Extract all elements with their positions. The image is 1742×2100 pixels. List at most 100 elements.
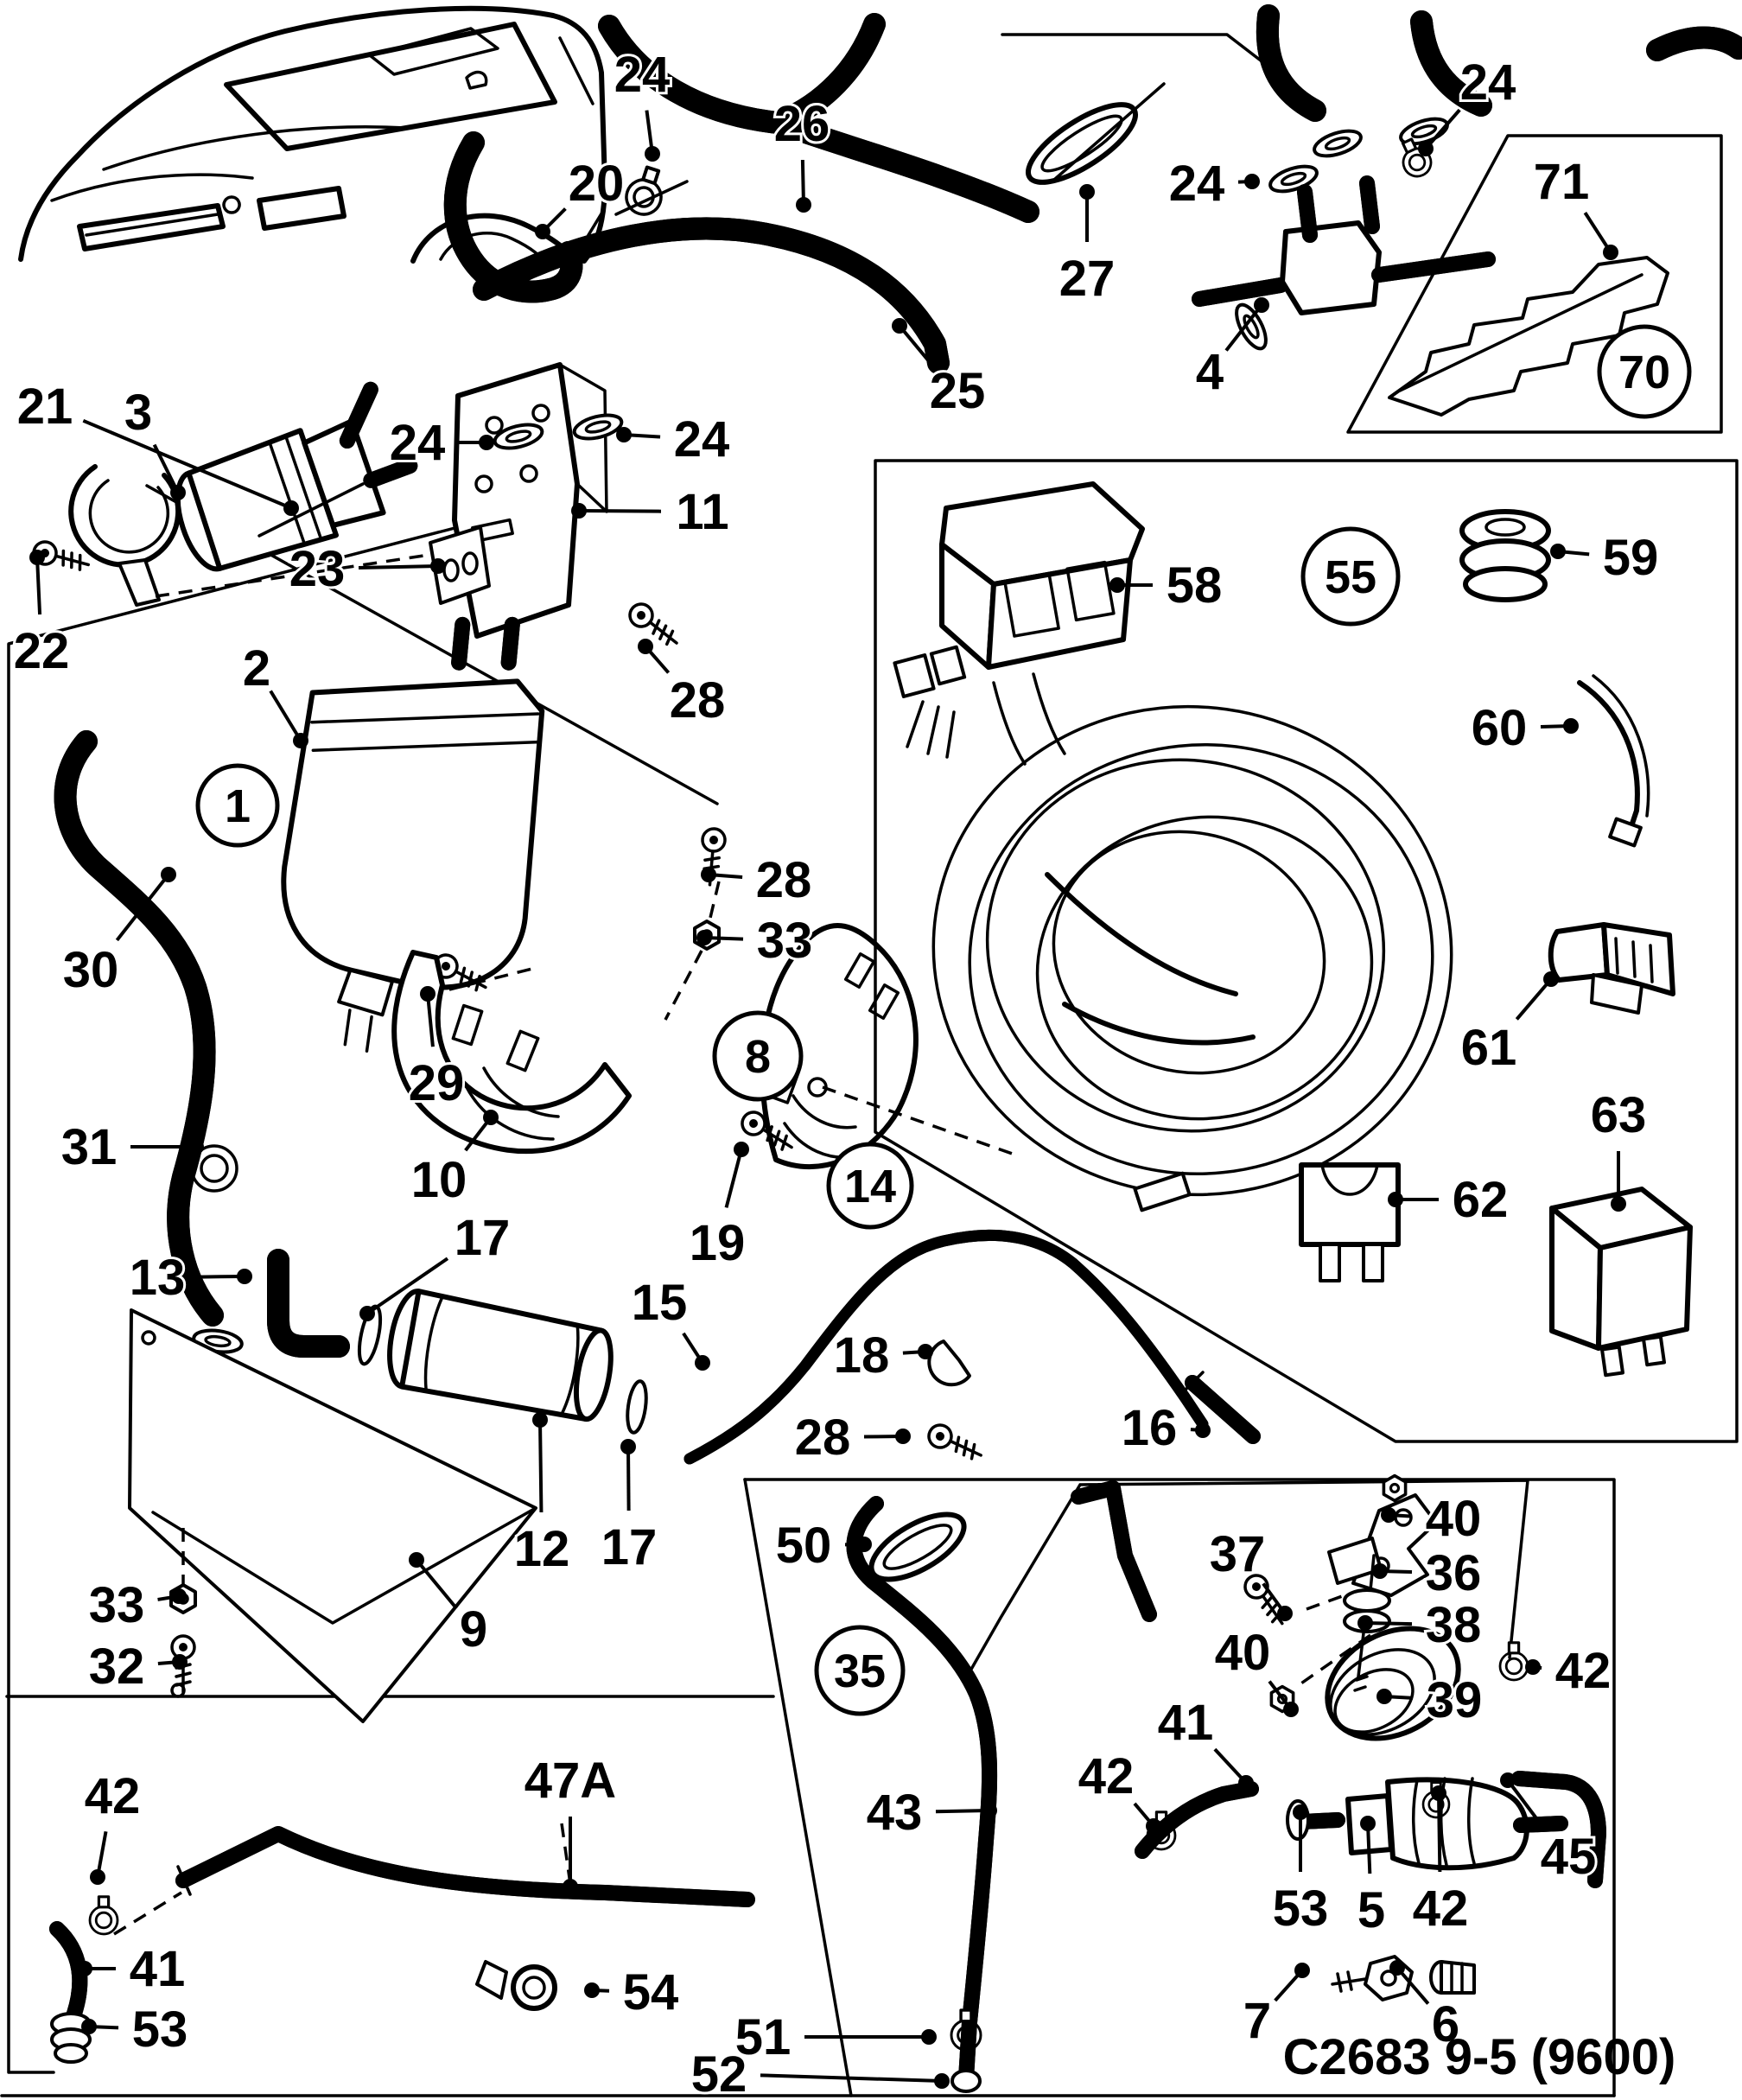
leader-line (366, 1257, 449, 1315)
pump-3 (175, 381, 423, 572)
leader-dot (645, 146, 660, 162)
car-sketch (18, 5, 607, 267)
leader-dot (1079, 184, 1095, 200)
leader-dot (1603, 245, 1618, 260)
part-label-58: 58 (1167, 557, 1223, 614)
leader-dot (171, 1588, 187, 1604)
group-circle-55 (1300, 526, 1401, 627)
group-label-1: 1 (225, 780, 251, 832)
hose-30-group (66, 730, 245, 1357)
seal-24 (569, 409, 626, 445)
connector-58 (939, 481, 1145, 766)
leader-dot (90, 1869, 105, 1885)
leader-dot (237, 1269, 252, 1284)
leader-layer (29, 108, 1626, 2089)
part-label-60: 60 (1472, 700, 1528, 756)
leader-line (1437, 1792, 1442, 1873)
part-label-28: 28 (670, 672, 726, 729)
part-label-19: 19 (690, 1215, 746, 1271)
circulation-pump-group (29, 362, 685, 654)
leader-dot (696, 930, 712, 945)
part-label-53: 53 (132, 2001, 188, 2058)
leader-line (35, 557, 42, 615)
leader-line (1583, 212, 1612, 254)
shield-10 (391, 950, 632, 1155)
change-over-valve-group (1192, 4, 1742, 353)
leader-line (1506, 1779, 1544, 1828)
part-label-47A: 47A (525, 1753, 616, 1809)
leader-dot (1418, 141, 1434, 156)
leader-dot (1254, 297, 1269, 313)
part-label-6: 6 (1432, 1996, 1459, 2052)
valve-body (1280, 220, 1382, 315)
part-label-16: 16 (1122, 1400, 1178, 1456)
part-label-9: 9 (460, 1601, 487, 1658)
leader-dot (1563, 718, 1579, 734)
exhaust-group (128, 1235, 1261, 1723)
leader-dot (1277, 1606, 1293, 1621)
clamp-18 (927, 1340, 971, 1387)
leader-dot (1376, 1689, 1392, 1704)
leader-dot (532, 1412, 548, 1428)
part-label-41: 41 (130, 1941, 186, 1997)
part-label-37: 37 (1210, 1526, 1266, 1582)
leader-dot (359, 1306, 375, 1321)
leader-line (358, 564, 439, 570)
leader-dot (1195, 1422, 1211, 1438)
group-circle-70 (1597, 324, 1692, 419)
part-label-62: 62 (1453, 1172, 1509, 1228)
leader-line (538, 1419, 544, 1513)
part-label-51: 51 (735, 2009, 792, 2065)
part-label-18: 18 (834, 1327, 890, 1384)
group-circle-8 (712, 1010, 804, 1102)
clamp-31 (190, 1144, 238, 1193)
part-label-28: 28 (756, 852, 812, 908)
leader-dot (1238, 1775, 1254, 1791)
leader-dot (293, 733, 308, 748)
group-circle-1 (195, 763, 280, 848)
part-label-24: 24 (1169, 156, 1225, 212)
leader-line (152, 443, 180, 493)
part-label-13: 13 (130, 1250, 186, 1306)
cable-tie-60 (1577, 674, 1650, 848)
inner-box (968, 1479, 1529, 1674)
group-label-14: 14 (844, 1161, 896, 1212)
part-label-63: 63 (1591, 1087, 1647, 1143)
leader-dot (535, 224, 550, 239)
part-label-21: 21 (17, 379, 73, 435)
leader-dot (479, 435, 494, 450)
clamp-21 (68, 464, 181, 568)
leader-dot (571, 503, 587, 519)
nut-40 (1382, 1473, 1408, 1503)
leader-dot (918, 1344, 933, 1359)
harness-box-group (874, 459, 1739, 1443)
leader-dot (734, 1142, 749, 1157)
part-label-2: 2 (243, 640, 270, 697)
leader-dot (1360, 1816, 1376, 1831)
leader-dot (1372, 1563, 1388, 1579)
leader-dot (1550, 544, 1566, 559)
leader-dot (1294, 1963, 1310, 1978)
leader-dot (172, 1654, 188, 1670)
muffler-12 (387, 1289, 614, 1422)
leader-dot (420, 986, 436, 1002)
part-label-54: 54 (623, 1964, 679, 2020)
group-label-55: 55 (1325, 551, 1376, 603)
part-label-50: 50 (776, 1518, 832, 1574)
part-label-59: 59 (1603, 530, 1659, 586)
bracket-11 (452, 362, 580, 639)
part-label-42: 42 (1078, 1748, 1135, 1804)
part-label-24: 24 (674, 411, 730, 468)
leader-dot (982, 1803, 997, 1818)
box-55 (874, 459, 1739, 1443)
leader-dot (892, 318, 907, 334)
part-label-24: 24 (390, 415, 446, 471)
part-label-11: 11 (676, 484, 728, 540)
leader-line (1515, 977, 1553, 1021)
leader-dot (188, 1139, 204, 1155)
part-label-24: 24 (614, 47, 671, 103)
clamp-42 (88, 1895, 119, 1936)
leader-dot (620, 1439, 636, 1454)
